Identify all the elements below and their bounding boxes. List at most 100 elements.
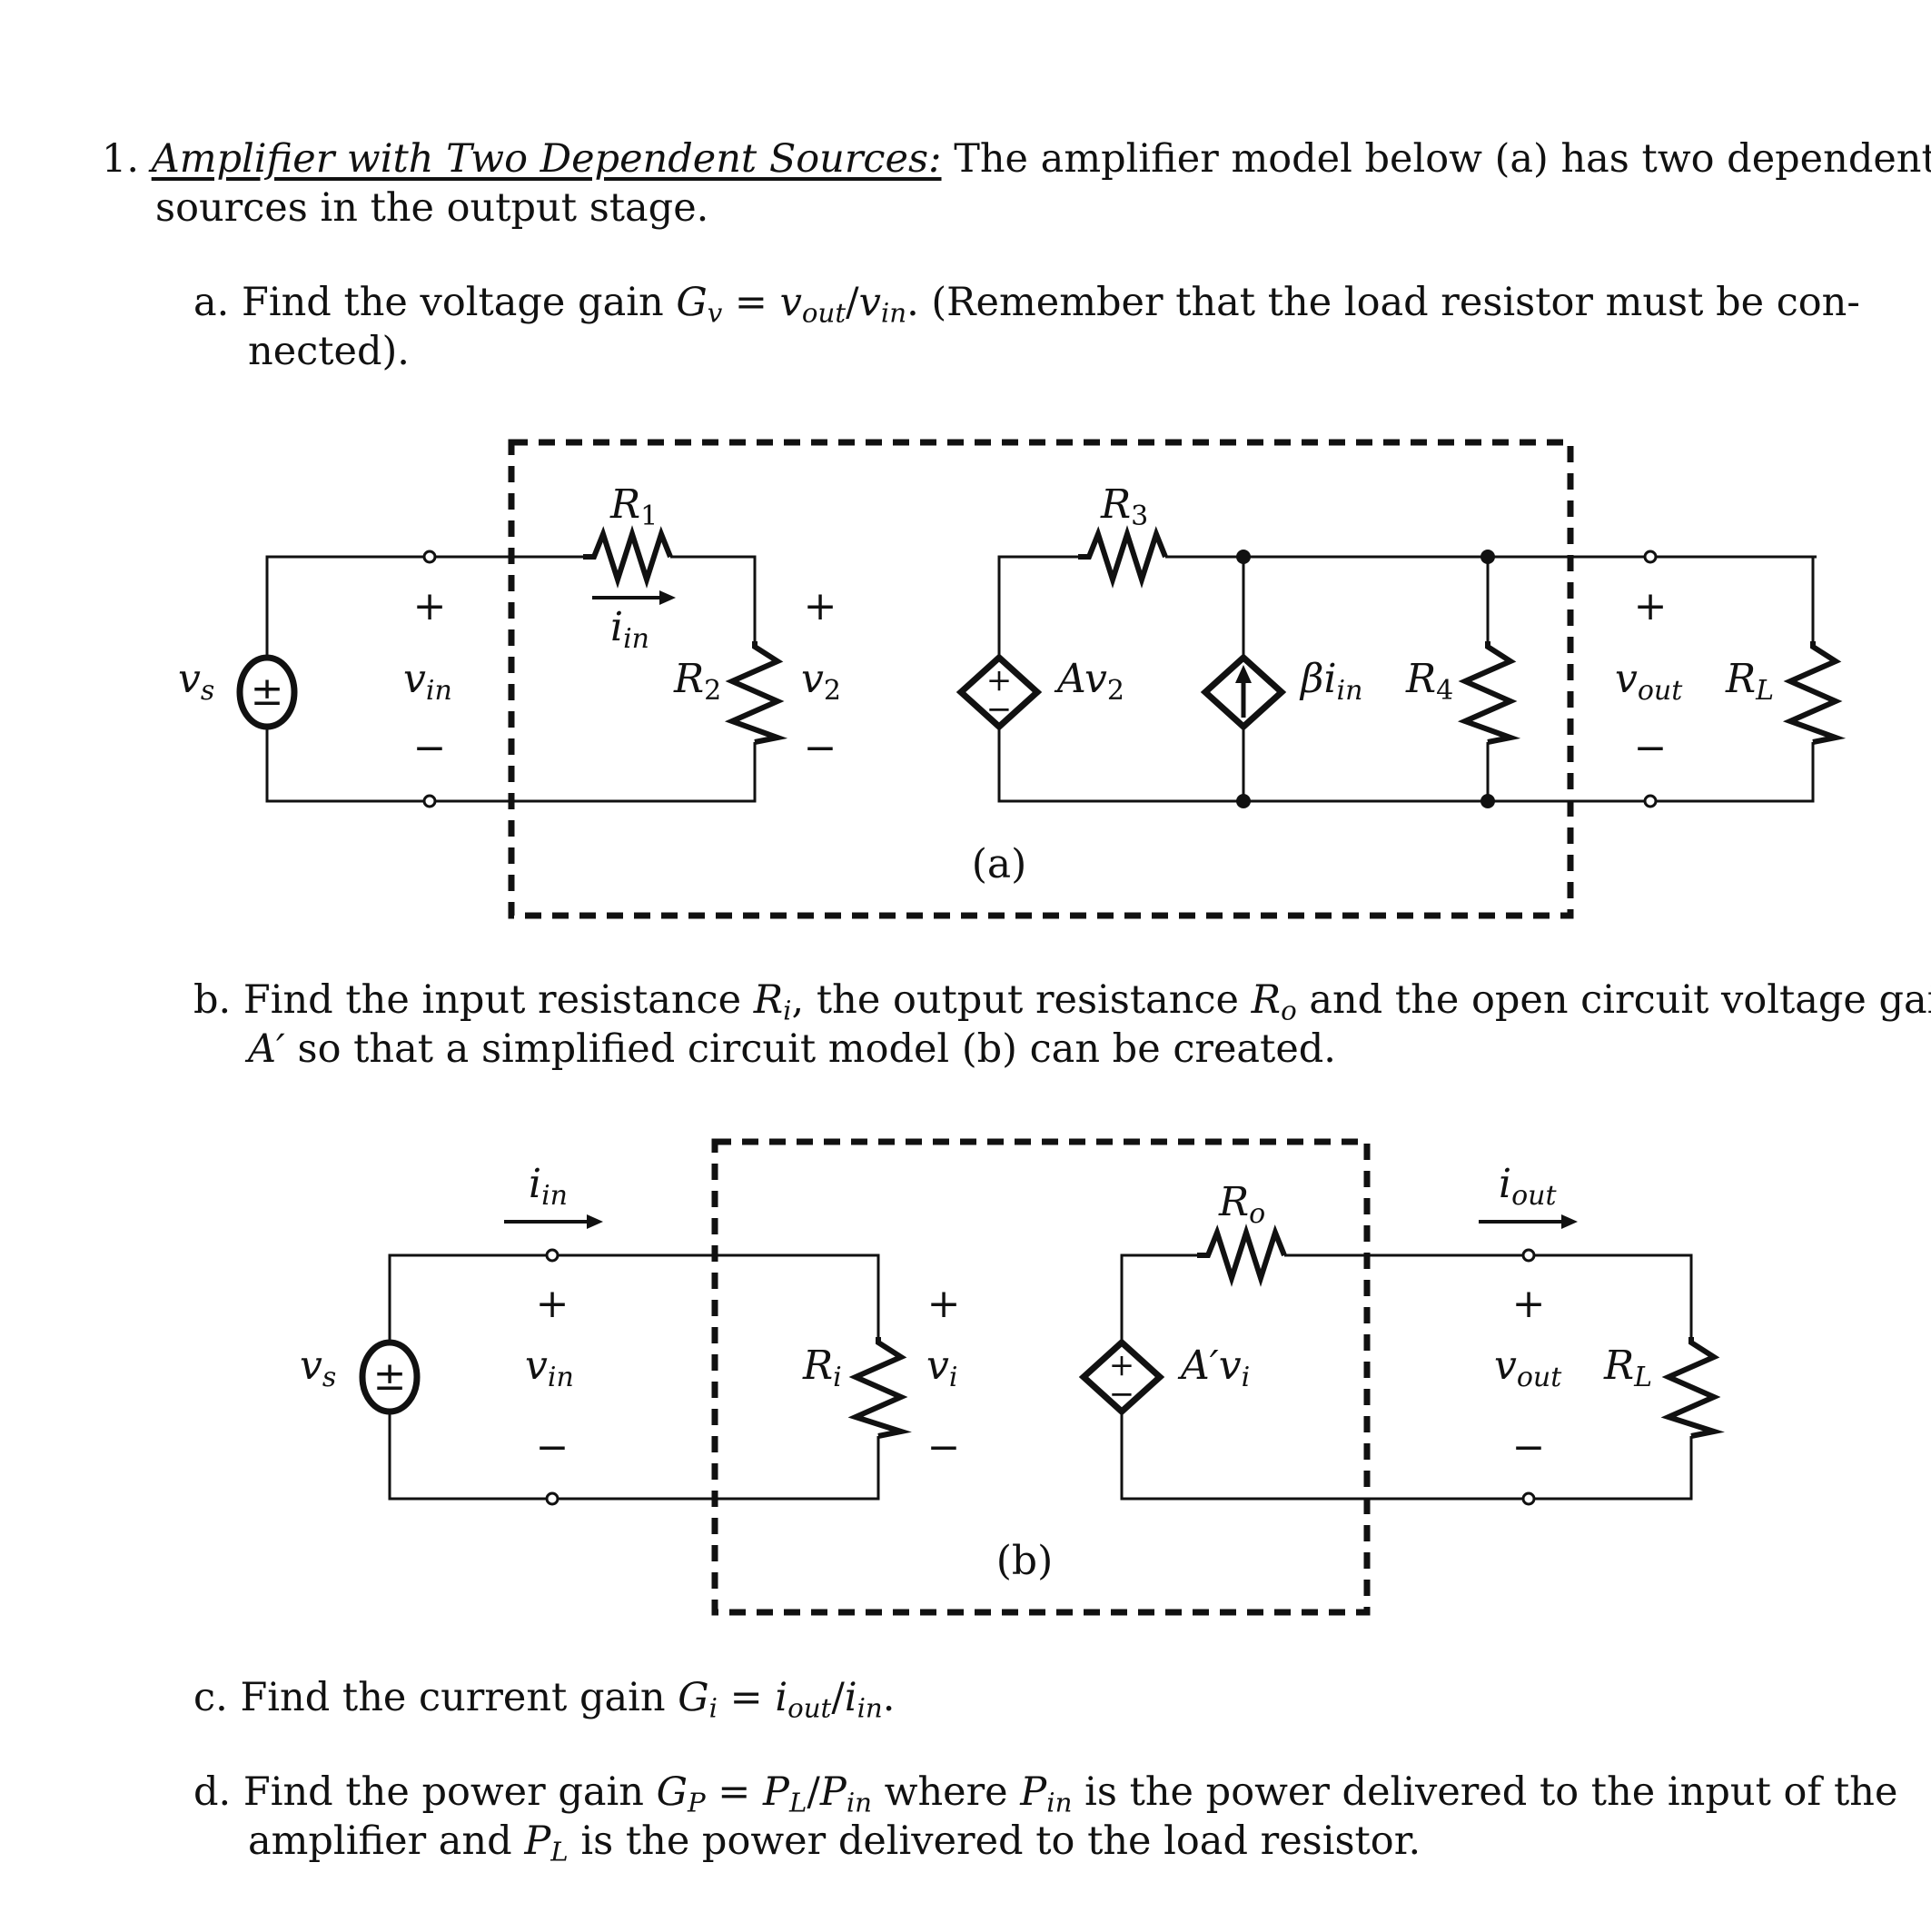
part-a-text: Find the voltage gain Gv = vout/vin. (Re… bbox=[242, 280, 1860, 329]
resistor-rl-b bbox=[1660, 1337, 1725, 1439]
label-dep-voltage-b: A′vi bbox=[1177, 1342, 1250, 1393]
arrowhead-iin-b bbox=[587, 1214, 603, 1229]
part-b-continued: so that a simplified circuit model (b) c… bbox=[284, 1026, 1336, 1072]
problem-line-2: sources in the output stage. bbox=[155, 183, 708, 233]
label-rl-a: RL bbox=[1725, 656, 1774, 707]
part-d-line2-pre: amplifier and bbox=[248, 1818, 525, 1864]
label-vin-a: vin bbox=[403, 656, 452, 707]
vin-minus-sign-b: − bbox=[536, 1424, 569, 1471]
numerator-subscript: out bbox=[787, 1692, 832, 1724]
denominator: v bbox=[858, 280, 881, 325]
a-prime-symbol: A′ bbox=[248, 1026, 285, 1072]
denominator-subscript: in bbox=[857, 1692, 883, 1724]
terminal-vout-minus-a[interactable] bbox=[1643, 794, 1658, 808]
label-vout-b: vout bbox=[1494, 1342, 1562, 1393]
arrowhead-beta-a bbox=[1235, 665, 1252, 683]
dep-source-minus-a: − bbox=[986, 691, 1013, 728]
problem-line-1: 1. Amplifier with Two Dependent Sources:… bbox=[102, 134, 1931, 183]
label-r3: R3 bbox=[1100, 481, 1148, 532]
denominator: i bbox=[844, 1675, 857, 1720]
vi-minus-sign: − bbox=[927, 1424, 961, 1471]
part-b-post: and the open circuit voltage gain bbox=[1296, 977, 1931, 1023]
resistor-r2 bbox=[724, 641, 788, 745]
part-d-mid: where bbox=[872, 1769, 1021, 1815]
ro-subscript: o bbox=[1281, 995, 1297, 1026]
voltage-source-vs-b bbox=[359, 1339, 421, 1415]
label-vs-b: vs bbox=[300, 1342, 336, 1393]
label-dep-voltage-a: Av2 bbox=[1054, 656, 1124, 707]
dep-source-plus-a: + bbox=[986, 662, 1013, 698]
resistor-r4 bbox=[1457, 641, 1521, 745]
resistor-ri bbox=[847, 1337, 912, 1439]
label-ro: Ro bbox=[1218, 1179, 1265, 1230]
dependent-voltage-source-a bbox=[956, 653, 1043, 731]
part-a-post: . (Remember that the load resistor must … bbox=[906, 280, 1860, 325]
dependent-voltage-source-b bbox=[1078, 1338, 1165, 1416]
gain-symbol: G bbox=[676, 280, 708, 325]
terminal-vin-minus-b[interactable] bbox=[545, 1491, 559, 1506]
terminal-vout-plus-a[interactable] bbox=[1643, 550, 1658, 564]
vout-plus-sign-b: + bbox=[1512, 1281, 1546, 1327]
v2-plus-sign: + bbox=[804, 583, 837, 629]
numerator-subscript: out bbox=[801, 297, 847, 329]
ri-symbol: R bbox=[753, 977, 784, 1023]
amplifier-boundary-b bbox=[711, 1138, 1371, 1616]
voltage-source-vs-a bbox=[236, 654, 298, 730]
amplifier-boundary-a bbox=[508, 439, 1574, 919]
label-r2: R2 bbox=[673, 656, 721, 707]
equals: = bbox=[705, 1769, 764, 1815]
label-r4: R4 bbox=[1405, 656, 1453, 707]
part-d-text: Find the power gain GP = PL/Pin where Pi… bbox=[243, 1769, 1898, 1816]
terminal-vin-plus-b[interactable] bbox=[545, 1248, 559, 1263]
terminal-vout-minus-b[interactable] bbox=[1521, 1491, 1536, 1506]
part-c-pre: Find the current gain bbox=[240, 1675, 678, 1720]
pl-subscript: L bbox=[550, 1836, 569, 1868]
numerator: P bbox=[763, 1769, 789, 1815]
part-c-line: c. Find the current gain Gi = iout/iin. bbox=[193, 1673, 895, 1722]
label-iout: iout bbox=[1499, 1161, 1557, 1212]
arrowhead-iin-a bbox=[659, 590, 676, 605]
vin-minus-sign-a: − bbox=[413, 725, 447, 771]
label-iin-a: iin bbox=[610, 604, 649, 655]
label-vin-b: vin bbox=[525, 1342, 574, 1393]
slash: / bbox=[831, 1675, 845, 1720]
slash: / bbox=[807, 1769, 820, 1815]
node-dot bbox=[1480, 794, 1495, 808]
node-dot bbox=[1236, 794, 1251, 808]
terminal-vin-minus-a[interactable] bbox=[422, 794, 437, 808]
resistor-rl-a bbox=[1782, 641, 1847, 745]
numerator: v bbox=[779, 280, 802, 325]
vout-plus-sign-a: + bbox=[1634, 583, 1668, 629]
problem-intro: The amplifier model below (a) has two de… bbox=[954, 136, 1931, 182]
label-iin-b: iin bbox=[529, 1161, 568, 1212]
wire-output-stage-b bbox=[1120, 1253, 1693, 1501]
part-a-line-2: nected). bbox=[248, 327, 410, 376]
label-r1: R1 bbox=[609, 481, 658, 532]
arrowhead-iout bbox=[1561, 1214, 1578, 1229]
source-polarity-vs-a: ± bbox=[251, 669, 284, 715]
terminal-vin-plus-a[interactable] bbox=[422, 550, 437, 564]
pl-symbol: P bbox=[524, 1818, 551, 1864]
label-ri: Ri bbox=[802, 1342, 842, 1393]
problem-title: Amplifier with Two Dependent Sources: bbox=[151, 136, 942, 182]
ri-subscript: i bbox=[783, 995, 792, 1026]
part-d-post: is the power delivered to the input of t… bbox=[1072, 1769, 1898, 1815]
equals: = bbox=[722, 280, 780, 325]
part-b-pre: Find the input resistance bbox=[243, 977, 754, 1023]
resistor-ro bbox=[1197, 1224, 1287, 1287]
terminal-vout-plus-b[interactable] bbox=[1521, 1248, 1536, 1263]
part-b-line-1: b. Find the input resistance Ri, the out… bbox=[193, 976, 1931, 1026]
label-vi: vi bbox=[926, 1342, 957, 1393]
part-d-pre: Find the power gain bbox=[243, 1769, 657, 1815]
label-vout-a: vout bbox=[1615, 656, 1683, 707]
caption-a: (a) bbox=[972, 841, 1027, 887]
resistor-r1 bbox=[583, 525, 673, 589]
node-dot bbox=[1236, 550, 1251, 564]
vout-minus-sign-a: − bbox=[1634, 725, 1668, 771]
caption-b: (b) bbox=[996, 1538, 1054, 1584]
current-gain-symbol: G bbox=[678, 1675, 709, 1720]
v2-minus-sign: − bbox=[804, 725, 837, 771]
numerator: i bbox=[775, 1675, 788, 1720]
